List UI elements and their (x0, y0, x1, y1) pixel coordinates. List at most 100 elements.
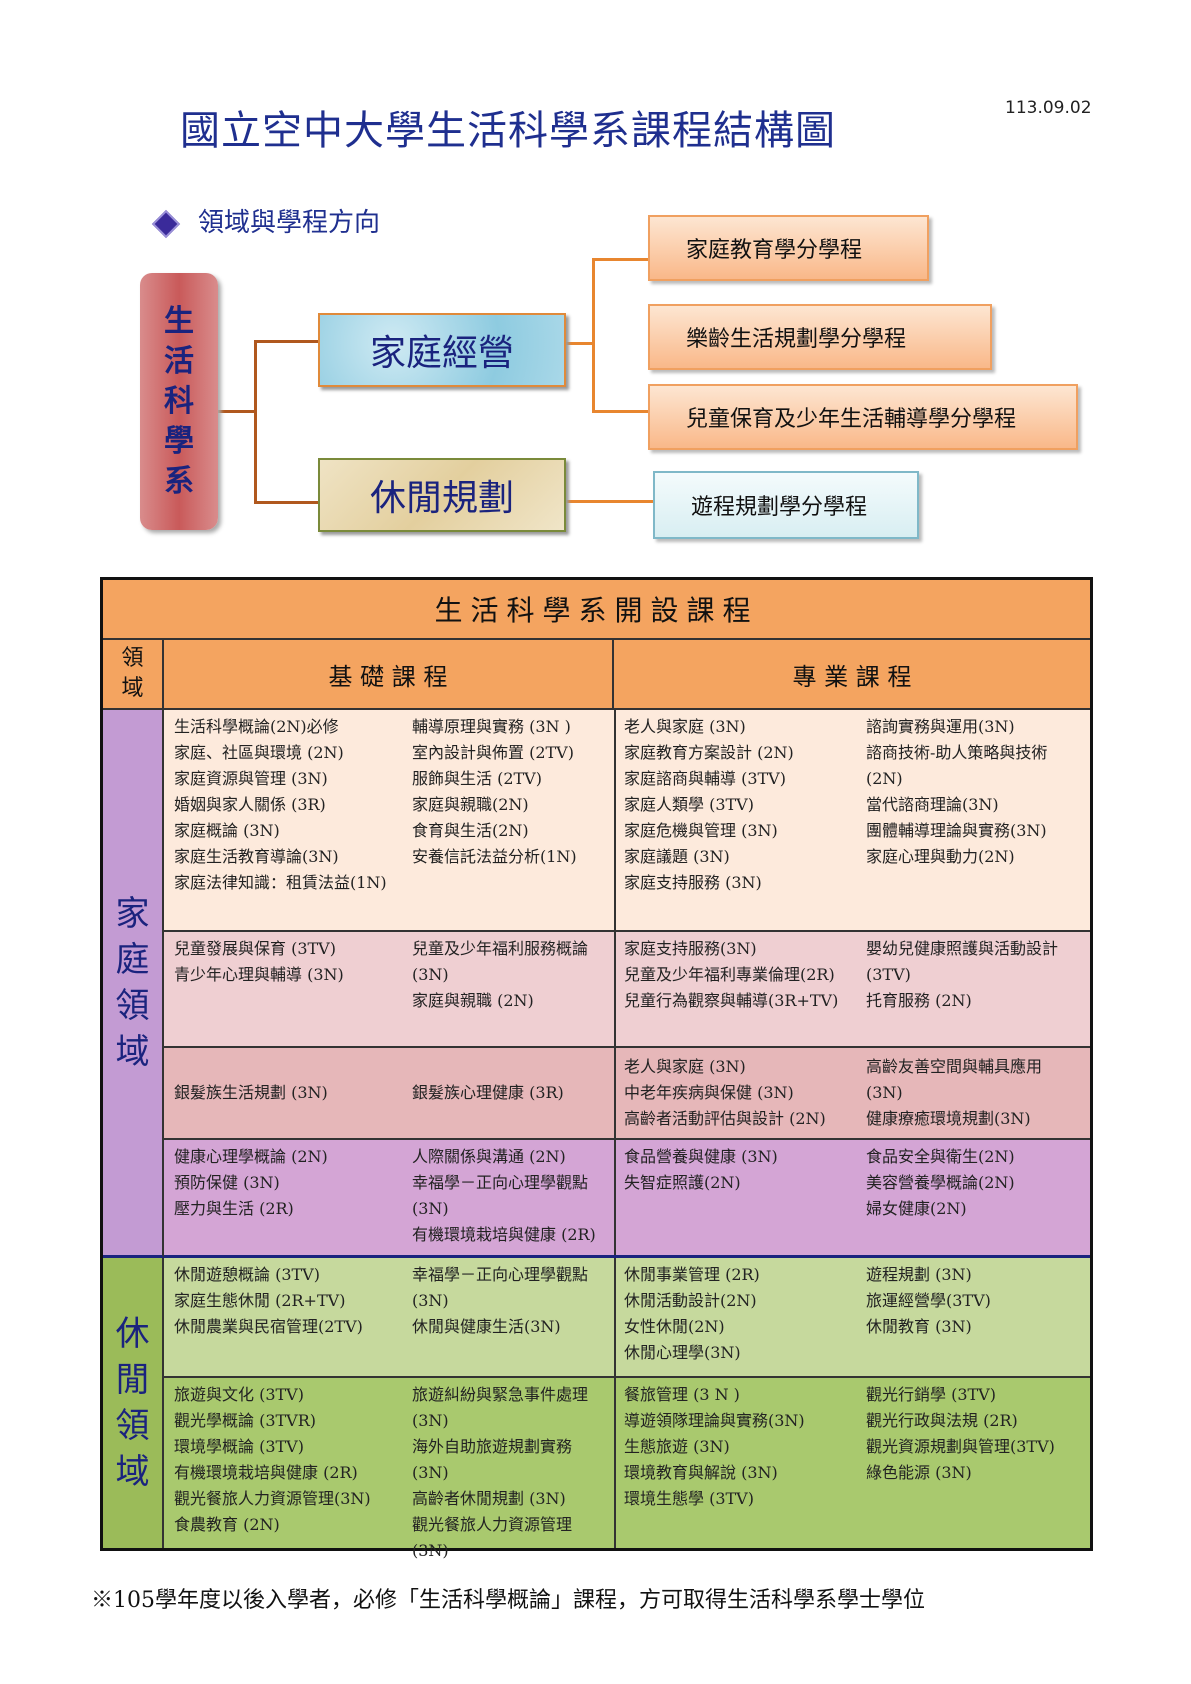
branch-family-management: 家庭經營 (318, 313, 566, 387)
connector-line (254, 340, 320, 343)
professional-course-list: 諮詢實務與運用(3N)諮商技術-助人策略與技術(2N)當代諮商理論(3N)團體輔… (866, 714, 1080, 870)
professional-course-list: 遊程規劃 (3N)旅運經營學(3TV)休閒教育 (3N) (866, 1262, 1080, 1340)
domain-char: 休 (115, 1314, 150, 1354)
course-item: 家庭支持服務(3N) (624, 939, 757, 958)
course-item: 團體輔導理論與實務(3N) (866, 821, 1047, 840)
course-item: 幸福學－正向心理學觀點(3N) (412, 1265, 589, 1310)
section-heading: 領域與學程方向 (151, 202, 380, 239)
course-item: 休閒與健康生活(3N) (412, 1317, 561, 1336)
course-item: 家庭與親職 (2N) (412, 991, 534, 1010)
connector-line (254, 340, 257, 504)
basic-course-list: 生活科學概論(2N)必修家庭、社區與環境 (2N)家庭資源與管理 (3N)婚姻與… (174, 714, 392, 896)
professional-course-list: 家庭支持服務(3N)兒童及少年福利專業倫理(2R)兒童行為觀察與輔導(3R+TV… (624, 936, 846, 1014)
basic-course-list: 輔導原理與實務 (3N )室內設計與佈置 (2TV)服飾與生活 (2TV)家庭與… (412, 714, 604, 870)
course-item: 中老年疾病與保健 (3N) (624, 1083, 794, 1102)
table-row: 健康心理學概論 (2N)預防保健 (3N)壓力與生活 (2R)人際關係與溝通 (… (164, 1140, 1090, 1258)
course-item: 觀光行銷學 (3TV) (866, 1385, 996, 1404)
professional-course-list: 高齡友善空間與輔具應用 (3N)健康療癒環境規劃(3N) (866, 1054, 1080, 1132)
course-item: 嬰幼兒健康照護與活動設計(3TV) (866, 939, 1059, 984)
program-senior-living: 樂齡生活規劃學分學程 (648, 304, 992, 370)
basic-course-list: 休閒遊憩概論 (3TV)家庭生態休閒 (2R+TV)休閒農業與民宿管理(2TV) (174, 1262, 392, 1340)
course-item: 諮詢實務與運用(3N) (866, 717, 1015, 736)
connector-line (254, 501, 320, 504)
course-item: 旅遊與文化 (3TV) (174, 1385, 304, 1404)
table-row: 兒童發展與保育 (3TV) 青少年心理與輔導 (3N) 兒童及少年福利服務概論 (3… (164, 932, 1090, 1048)
basic-course-list: 旅遊糾紛與緊急事件處理(3N) 海外自助旅遊規劃實務(3N) 高齡者休閒規劃 (3N… (412, 1382, 604, 1564)
basic-courses-header: 基 礎 課 程 (164, 640, 614, 710)
course-item: 休閒教育 (3N) (866, 1317, 972, 1336)
department-char: 生 (164, 303, 194, 339)
course-item: 旅遊糾紛與緊急事件處理(3N) (412, 1385, 589, 1430)
course-item: 環境生態學 (3TV) (624, 1489, 754, 1508)
professional-course-list: 食品安全與衛生(2N)美容營養學概論(2N)婦女健康(2N) (866, 1144, 1080, 1222)
course-item: 家庭心理與動力(2N) (866, 847, 1015, 866)
course-item: 家庭危機與管理 (3N) (624, 821, 778, 840)
course-item: 輔導原理與實務 (3N ) (412, 717, 571, 736)
course-item: 食農教育 (2N) (174, 1515, 280, 1534)
course-item: 有機環境栽培與健康 (2R) (174, 1463, 358, 1482)
course-item: 海外自助旅遊規劃實務(3N) (412, 1437, 573, 1482)
professional-course-list: 餐旅管理 (3 N )導遊領隊理論與實務(3N)生態旅遊 (3N)環境教育與解說… (624, 1382, 846, 1512)
course-item: 遊程規劃 (3N) (866, 1265, 972, 1284)
course-item: 婦女健康(2N) (866, 1199, 967, 1218)
course-item: 健康心理學概論 (2N) (174, 1147, 328, 1166)
course-item: 觀光餐旅人力資源管理(3N) (412, 1515, 573, 1560)
domain-header-char: 領 (121, 646, 144, 671)
course-item: 銀髮族生活規劃 (3N) (174, 1083, 328, 1102)
course-item: 環境學概論 (3TV) (174, 1437, 304, 1456)
course-item: 高齡者活動評估與設計 (2N) (624, 1109, 826, 1128)
course-item: 休閒活動設計(2N) (624, 1291, 757, 1310)
page-title: 國立空中大學生活科學系課程結構圖 (180, 108, 836, 154)
basic-course-list: 銀髮族生活規劃 (3N) (174, 1080, 392, 1106)
professional-course-list: 老人與家庭 (3N)家庭教育方案設計 (2N)家庭諮商與輔導 (3TV)家庭人類… (624, 714, 846, 896)
connector-line (564, 342, 594, 345)
course-item: 觀光學概論 (3TVR) (174, 1411, 317, 1430)
basic-course-list: 人際關係與溝通 (2N) 幸福學－正向心理學觀點(3N) 有機環境栽培與健康 (2R… (412, 1144, 604, 1248)
professional-course-list: 觀光行銷學 (3TV)觀光行政與法規 (2R)觀光資源規劃與管理(3TV)綠色能… (866, 1382, 1080, 1486)
course-item: 觀光資源規劃與管理(3TV) (866, 1437, 1055, 1456)
course-item: 婚姻與家人關係 (3R) (174, 795, 326, 814)
course-item: 兒童發展與保育 (3TV) (174, 939, 336, 958)
course-item: 家庭議題 (3N) (624, 847, 730, 866)
course-item: 壓力與生活 (2R) (174, 1199, 294, 1218)
course-item: 諮商技術-助人策略與技術(2N) (866, 743, 1048, 788)
course-item: 銀髮族心理健康 (3R) (412, 1083, 564, 1102)
course-item: 家庭教育方案設計 (2N) (624, 743, 794, 762)
department-box: 生 活 科 學 系 (140, 273, 218, 530)
diamond-bullet-icon (151, 209, 181, 238)
course-item: 餐旅管理 (3 N ) (624, 1385, 740, 1404)
column-divider (614, 1378, 616, 1548)
course-item: 食品營養與健康 (3N) (624, 1147, 778, 1166)
course-item: 兒童及少年福利專業倫理(2R) (624, 965, 835, 984)
course-item: 有機環境栽培與健康 (2R) (412, 1225, 596, 1244)
basic-course-list: 幸福學－正向心理學觀點(3N) 休閒與健康生活(3N) (412, 1262, 604, 1340)
table-row: 休閒遊憩概論 (3TV)家庭生態休閒 (2R+TV)休閒農業與民宿管理(2TV)… (164, 1258, 1090, 1378)
connector-line (218, 410, 256, 413)
column-divider (614, 1258, 616, 1376)
table-row: 生活科學概論(2N)必修家庭、社區與環境 (2N)家庭資源與管理 (3N)婚姻與… (164, 710, 1090, 932)
course-item: 休閒事業管理 (2R) (624, 1265, 760, 1284)
connector-line (592, 410, 650, 413)
course-item: 食品安全與衛生(2N) (866, 1147, 1015, 1166)
domain-char: 域 (115, 1452, 150, 1492)
column-divider (614, 932, 616, 1046)
department-char: 學 (164, 423, 194, 459)
domain-char: 領 (115, 1406, 150, 1446)
course-item: 人際關係與溝通 (2N) (412, 1147, 566, 1166)
course-item: 安養信託法益分析(1N) (412, 847, 577, 866)
department-char: 科 (164, 383, 194, 419)
course-item: 青少年心理與輔導 (3N) (174, 965, 344, 984)
department-char: 系 (164, 463, 194, 499)
program-itinerary-planning: 遊程規劃學分學程 (653, 471, 919, 539)
connector-line (592, 258, 650, 261)
table-row: 旅遊與文化 (3TV) 觀光學概論 (3TVR) 環境學概論 (3TV) 有機環境栽培… (164, 1378, 1090, 1560)
course-item: 休閒遊憩概論 (3TV) (174, 1265, 320, 1284)
basic-course-list: 兒童及少年福利服務概論 (3N)家庭與親職 (2N) (412, 936, 604, 1014)
course-item: 環境教育與解說 (3N) (624, 1463, 778, 1482)
course-item: 高齡友善空間與輔具應用 (3N) (866, 1057, 1043, 1102)
domain-leisure: 休 閒 領 域 (103, 1258, 164, 1548)
course-table: 生活科學系開設課程 領 域 基 礎 課 程 專 業 課 程 家 庭 領 域 休 … (100, 577, 1093, 1560)
course-item: 幸福學－正向心理學觀點(3N) (412, 1173, 589, 1218)
course-item: 高齡者休閒規劃 (3N) (412, 1489, 566, 1508)
